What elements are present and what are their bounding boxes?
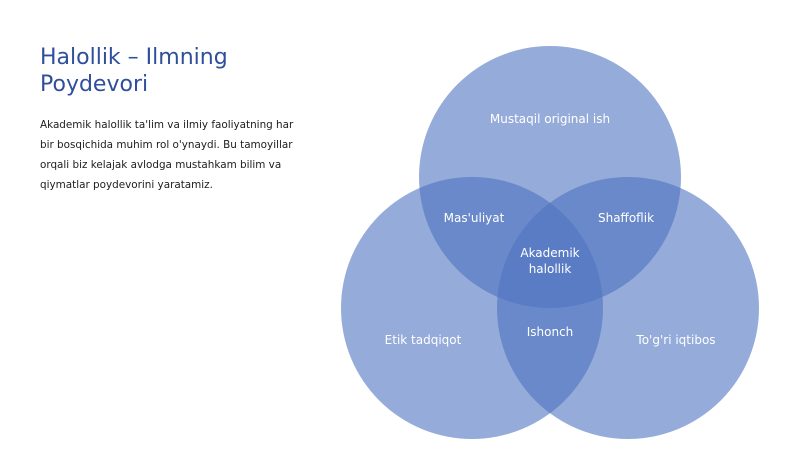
venn-circle-right: [497, 177, 759, 439]
slide-body-text: Akademik halollik ta'lim va ilmiy faoliy…: [40, 119, 294, 191]
intersection-label-top-left: Mas'uliyat: [444, 211, 505, 225]
circle-label-left: Etik tadqiqot: [385, 333, 462, 347]
slide-title: Halollik – Ilmning Poydevori: [40, 45, 228, 97]
circle-label-right: To'g'ri iqtibos: [635, 333, 715, 347]
intersection-label-bottom: Ishonch: [527, 325, 574, 339]
circle-label-top: Mustaqil original ish: [490, 112, 610, 126]
intersection-label-top-right: Shaffoflik: [598, 211, 654, 225]
center-label-line-2: halollik: [529, 262, 572, 276]
center-label-line-1: Akademik: [520, 246, 579, 260]
